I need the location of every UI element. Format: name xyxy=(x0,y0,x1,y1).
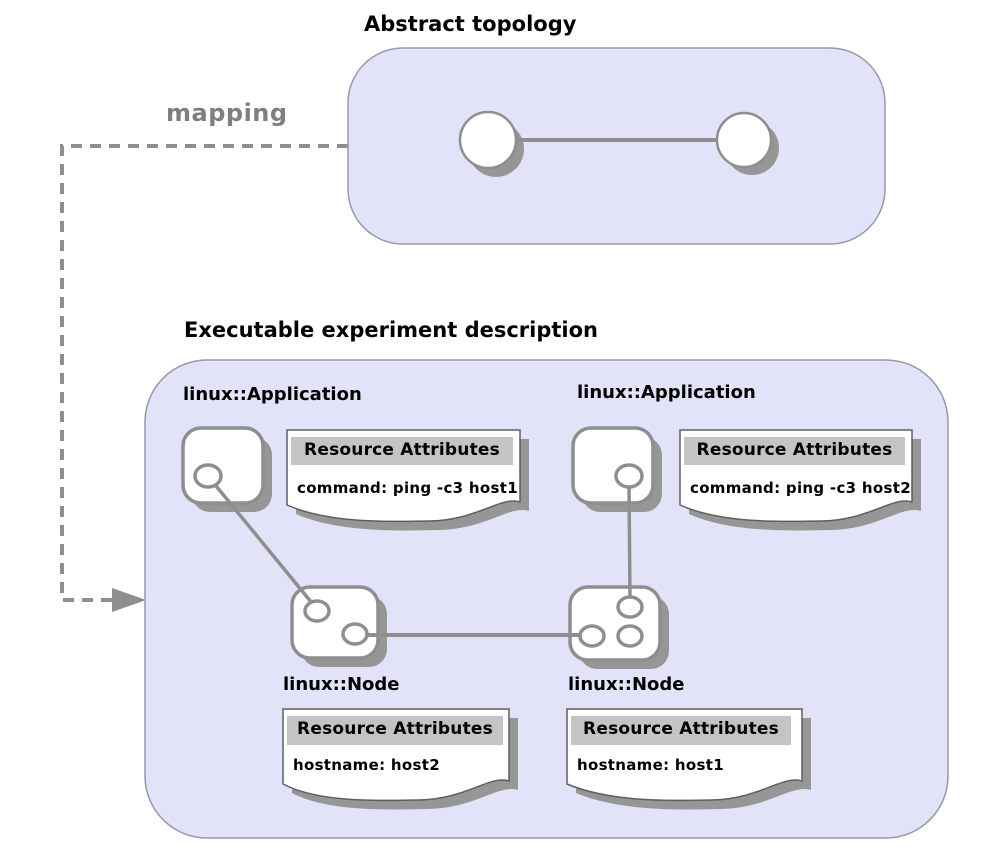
port-icon xyxy=(193,463,223,489)
resource-note-header: Resource Attributes xyxy=(583,719,779,739)
rounded-square-ports-icon xyxy=(290,585,380,660)
resource-note-header: Resource Attributes xyxy=(304,440,500,460)
abstract-topology-region xyxy=(347,47,886,245)
node-label: linux::Node xyxy=(568,674,685,695)
resource-note-header-band xyxy=(287,716,503,745)
resource-note-body: command: ping -c3 host2 xyxy=(690,479,911,497)
node-label: linux::Node xyxy=(283,674,400,695)
resource-note-body: hostname: host2 xyxy=(293,756,440,774)
mapping-label: mapping xyxy=(166,99,288,127)
arrowhead-right-icon xyxy=(112,588,146,612)
circle-node-icon xyxy=(715,111,773,169)
resource-note-header-band xyxy=(291,437,513,465)
circle-node-icon xyxy=(458,110,518,170)
abstract-topology-title: Abstract topology xyxy=(364,12,577,36)
resource-note-body: hostname: host1 xyxy=(577,756,724,774)
port-icon xyxy=(578,624,606,648)
resource-note-header: Resource Attributes xyxy=(297,719,493,739)
port-icon xyxy=(303,599,331,623)
port-icon xyxy=(341,622,369,646)
executable-title: Executable experiment description xyxy=(184,318,598,342)
application-label: linux::Application xyxy=(183,384,362,405)
port-icon xyxy=(616,595,644,619)
resource-note-header-band xyxy=(571,716,791,745)
rounded-square-ports-icon xyxy=(568,585,662,662)
application-label: linux::Application xyxy=(577,382,756,403)
resource-note-body: command: ping -c3 host1 xyxy=(297,479,518,497)
resource-note-header-band xyxy=(684,437,905,465)
edge-app2-to-node2 xyxy=(627,484,632,600)
rounded-square-app-icon xyxy=(571,426,655,505)
port-icon xyxy=(616,624,644,648)
resource-note-header: Resource Attributes xyxy=(696,440,893,460)
edge-app1-to-node1 xyxy=(210,479,318,610)
port-icon xyxy=(614,463,644,489)
mapping-dashed-line xyxy=(60,144,348,602)
